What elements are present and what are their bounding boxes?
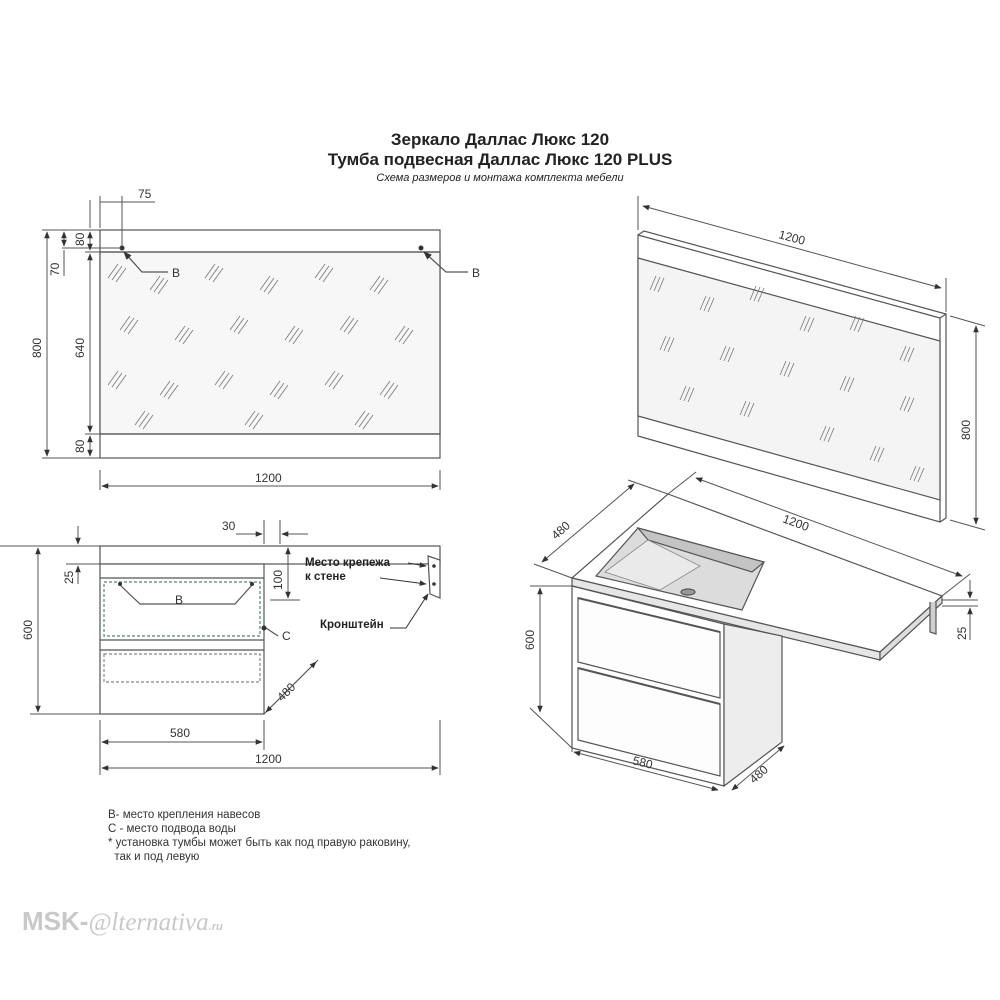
- watermark-logo: MSK-@lternativa.ru: [22, 906, 223, 937]
- mirror-hanger-b-left: В: [172, 266, 180, 280]
- logo-part-1: MSK-: [22, 906, 89, 936]
- cabinet-iso-dim-580: 580: [631, 753, 654, 772]
- logo-part-3: .ru: [208, 921, 223, 933]
- cabinet-dim-580: 580: [170, 726, 190, 740]
- mirror-front-dimension-lines: [42, 196, 441, 490]
- mirror-front-view: [99, 229, 468, 459]
- cabinet-iso-dim-600: 600: [523, 630, 537, 650]
- mirror-hanger-b-right: В: [472, 266, 480, 280]
- wall-mount-label-2: к стене: [305, 571, 346, 583]
- mirror-dim-800: 800: [30, 338, 44, 358]
- legend-notes: В- место крепления навесов С - место под…: [108, 808, 410, 864]
- bracket-label: Кронштейн: [320, 619, 384, 631]
- note-install: * установка тумбы может быть как под пра…: [108, 837, 411, 849]
- cabinet-iso-dimension-lines: [529, 471, 978, 792]
- mirror-iso-view: [637, 230, 948, 523]
- cabinet-dim-1200: 1200: [255, 752, 282, 766]
- cabinet-front-view: [99, 545, 441, 715]
- note-install-cont: так и под левую: [108, 851, 200, 863]
- mirror-dim-1200: 1200: [255, 471, 282, 485]
- subtitle: Схема размеров и монтажа комплекта мебел…: [376, 172, 624, 184]
- mirror-dim-640: 640: [73, 338, 87, 358]
- mirror-iso-hatching: [649, 275, 925, 483]
- cabinet-iso-dim-1200: 1200: [781, 512, 811, 534]
- cabinet-iso-view: [570, 493, 944, 788]
- wall-mount-label-1: Место крепежа: [305, 557, 391, 569]
- title-line-1: Зеркало Даллас Люкс 120: [390, 130, 610, 149]
- cabinet-dim-100: 100: [271, 570, 285, 590]
- note-b: В- место крепления навесов: [108, 809, 261, 821]
- cabinet-dim-25: 25: [62, 570, 76, 584]
- mirror-iso-dim-800: 800: [959, 420, 973, 440]
- cabinet-front-dimension-lines: [0, 520, 441, 775]
- mirror-dim-75: 75: [138, 187, 152, 201]
- cabinet-water-c: С: [282, 629, 291, 643]
- mirror-dim-80-top: 80: [73, 232, 87, 246]
- cabinet-iso-dim-25: 25: [955, 626, 969, 640]
- mirror-iso-dim-1200: 1200: [777, 227, 807, 248]
- mirror-dim-80-bottom: 80: [73, 439, 87, 453]
- cabinet-dim-600: 600: [21, 620, 35, 640]
- mirror-glass-hatching: [107, 263, 414, 430]
- note-c: С - место подвода воды: [108, 823, 236, 835]
- cabinet-hanger-b: В: [175, 593, 183, 607]
- cabinet-dim-30: 30: [222, 519, 236, 533]
- logo-part-2: @lternativa: [88, 909, 209, 936]
- mirror-dim-70: 70: [48, 262, 62, 276]
- cabinet-callout-lines: [379, 562, 429, 629]
- title-line-2: Тумба подвесная Даллас Люкс 120 PLUS: [327, 150, 673, 169]
